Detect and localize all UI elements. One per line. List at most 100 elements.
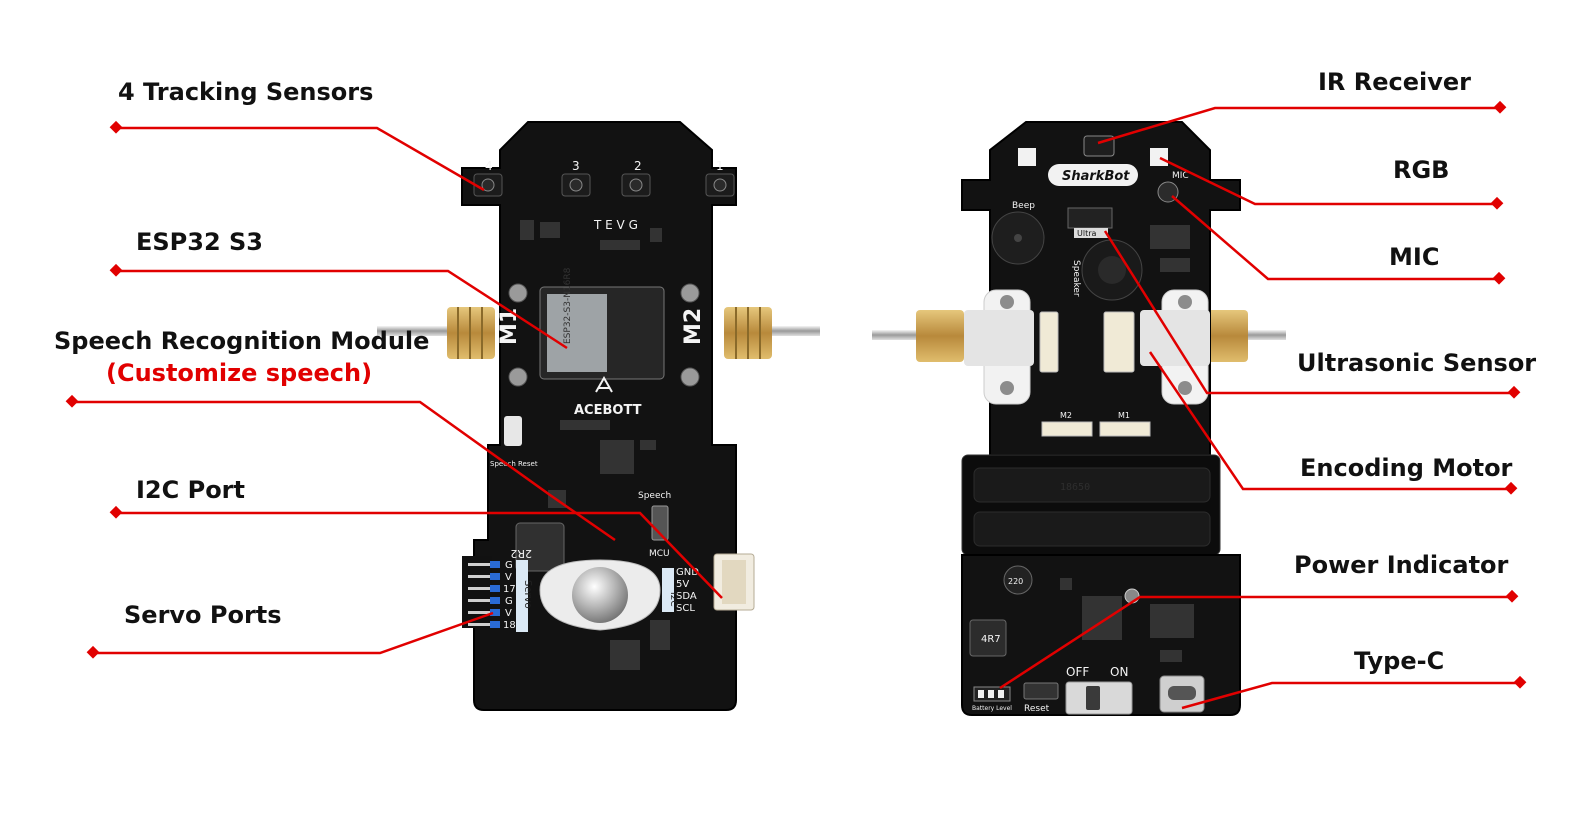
power-switch-knob[interactable] <box>1086 686 1100 710</box>
leader-mic <box>1171 195 1499 281</box>
servo-pin-2: V <box>505 572 512 583</box>
label-tracking-sensors: 4 Tracking Sensors <box>118 78 374 106</box>
inductor-front <box>515 522 565 572</box>
label-servo-ports: Servo Ports <box>124 601 282 629</box>
capacitor <box>1003 565 1033 595</box>
leader-power <box>999 595 1512 690</box>
servo-pin-1: G <box>505 560 513 571</box>
leader-encoding <box>1148 351 1511 491</box>
inductor-front-label: 2R2 <box>510 547 532 560</box>
leader-typec <box>1181 681 1520 710</box>
i2c-pin-sda: SDA <box>676 591 697 602</box>
label-encoding-motor: Encoding Motor <box>1300 454 1513 482</box>
reset-button[interactable] <box>1023 682 1059 700</box>
sharkbot-badge <box>1048 164 1138 186</box>
connector-m1-label: M1 <box>1118 411 1130 420</box>
label-rgb: RGB <box>1393 156 1450 184</box>
sensor-number-3: 3 <box>572 159 580 173</box>
speaker-center <box>1098 256 1126 284</box>
caster-wheel <box>539 559 661 631</box>
switch-off-label: OFF <box>1066 665 1089 679</box>
i2c-port <box>713 553 755 611</box>
mounting-screws <box>508 283 700 387</box>
leader-tracking <box>116 126 485 192</box>
label-i2c-port: I2C Port <box>136 476 245 504</box>
label-power-indicator: Power Indicator <box>1294 551 1509 579</box>
leader-i2c <box>116 511 723 599</box>
battery-holder <box>961 454 1221 556</box>
esp32-module-text: ESP32-S3-N16R8 <box>563 267 573 344</box>
battery-mark: 18650 <box>1060 482 1090 493</box>
sensor-number-4: 4 <box>485 159 493 173</box>
leader-esp32 <box>116 269 568 350</box>
connector-m2 <box>1041 421 1093 437</box>
buzzer-hole <box>1014 234 1022 242</box>
label-mic: MIC <box>1389 243 1440 271</box>
servo-header <box>462 556 500 628</box>
servo-pin-4: G <box>505 596 513 607</box>
motor-label-m2: M2 <box>681 308 706 345</box>
reset-label: Reset <box>1024 704 1050 714</box>
speech-reset-label: Speech Reset <box>490 460 538 468</box>
speech-reset-button[interactable] <box>504 416 522 446</box>
sensor-number-1: 1 <box>716 159 724 173</box>
battery-level-leds <box>973 686 1011 702</box>
sharkbot-logo-text: SharkBot <box>1062 169 1130 184</box>
inductor-back <box>969 619 1007 657</box>
i2c-pin-gnd: GND <box>676 567 699 578</box>
leader-ir <box>1097 106 1500 145</box>
i2c-pin-scl: SCL <box>676 603 695 614</box>
mcu-switch-label: MCU <box>649 549 670 559</box>
battery-level-label: Battery Level <box>972 705 1012 712</box>
type-c-opening <box>1168 686 1196 700</box>
label-speech-sub: (Customize speech) <box>106 359 373 387</box>
servo-pin-5: V <box>505 608 512 619</box>
brand-label: ACEBOTT <box>574 403 642 418</box>
front-board: 4 3 2 1 T E V G M1 M2 ESP32-S3-N16R8 <box>377 121 820 711</box>
back-motor-left <box>872 310 964 362</box>
motor-bracket-right <box>1103 289 1210 405</box>
back-board: 18650 SharkBot MIC Beep Ultra Speaker <box>872 121 1286 716</box>
motor-m1 <box>377 307 495 359</box>
label-ir-receiver: IR Receiver <box>1318 68 1472 96</box>
capacitor-label: 220 <box>1008 577 1023 586</box>
speech-mcu-switch[interactable] <box>651 505 669 541</box>
leader-speech <box>72 400 616 542</box>
motor-bracket-left <box>964 289 1059 405</box>
label-ultrasonic: Ultrasonic Sensor <box>1297 349 1537 377</box>
tevg-header-label: T E V G <box>593 218 638 232</box>
servo-pin-6: 18 <box>503 620 516 631</box>
label-speech-module: Speech Recognition Module <box>54 327 430 355</box>
servo-tag: Servo <box>522 580 533 609</box>
connector-m2-label: M2 <box>1060 411 1072 420</box>
motor-m2 <box>724 307 820 359</box>
servo-tag-bg <box>516 560 528 632</box>
switch-on-label: ON <box>1110 665 1128 679</box>
servo-pin-3: 17 <box>503 584 516 595</box>
sensor-number-2: 2 <box>634 159 642 173</box>
leader-rgb <box>1159 156 1497 206</box>
back-motor-right <box>1200 310 1286 362</box>
leader-lines <box>72 106 1520 710</box>
label-esp32: ESP32 S3 <box>136 228 264 256</box>
label-type-c: Type-C <box>1354 647 1445 675</box>
i2c-pin-5v: 5V <box>676 579 689 590</box>
leader-ultrasonic <box>1103 230 1514 395</box>
ultra-tag-bg <box>1074 228 1108 238</box>
rgb-led-left <box>1018 148 1036 166</box>
i2c-tag-bg <box>662 568 674 612</box>
inductor-back-label: 4R7 <box>981 634 1001 645</box>
motor-label-m1: M1 <box>497 308 522 345</box>
ultra-header <box>1067 207 1113 229</box>
speech-switch-label: Speech <box>638 491 671 501</box>
speaker-silk: Speaker <box>1071 260 1081 297</box>
ultra-silk: Ultra <box>1077 229 1097 238</box>
beep-silk: Beep <box>1012 201 1035 211</box>
back-smd-components <box>1060 225 1194 662</box>
acebott-logo: ACEBOTT <box>574 375 642 418</box>
esp32-module: ESP32-S3-N16R8 <box>539 267 665 380</box>
mic-silk: MIC <box>1172 171 1189 181</box>
rgb-led-right <box>1150 148 1168 166</box>
